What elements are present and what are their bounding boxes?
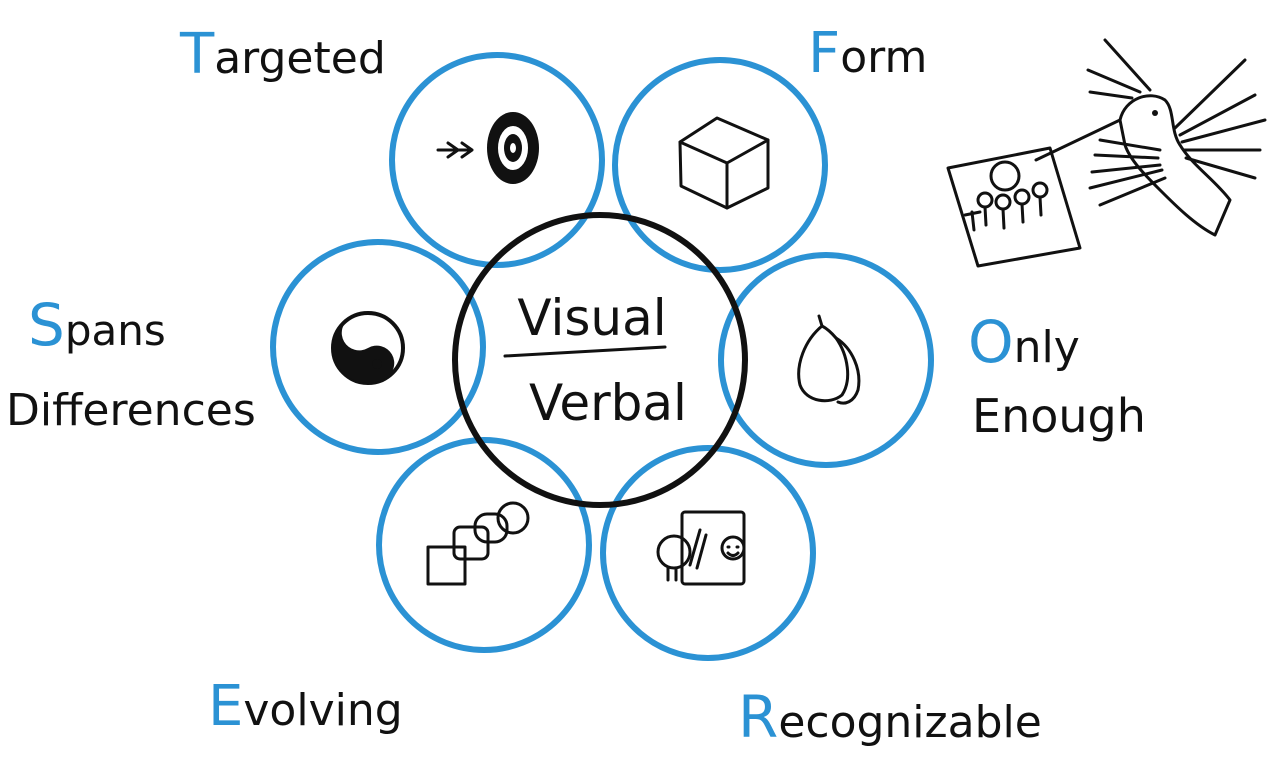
label-only-cap: O <box>968 308 1014 376</box>
ring-targeted <box>389 52 605 268</box>
ring-only <box>718 252 934 468</box>
label-recognizable-cap: R <box>738 683 778 751</box>
label-only: Only <box>968 308 1080 376</box>
label-form-rest: orm <box>840 32 927 83</box>
ring-evolving <box>376 437 592 653</box>
ring-recognizable <box>600 445 816 661</box>
label-evolving-cap: E <box>208 674 243 739</box>
center-bottom-text: Verbal <box>529 374 687 432</box>
cube-icon <box>678 116 770 210</box>
label-targeted-cap: T <box>179 22 215 87</box>
label-spans: Spans <box>28 291 166 359</box>
hummingbird-sketch-icon <box>946 38 1267 268</box>
ring-spans <box>270 239 486 455</box>
center-divider <box>503 345 667 358</box>
label-recognizable-rest: ecognizable <box>778 697 1042 748</box>
mirror-face-icon <box>656 510 746 586</box>
ring-form <box>612 57 828 273</box>
target-icon <box>436 112 539 184</box>
center-ring <box>452 212 748 508</box>
yin-yang-icon <box>331 311 405 385</box>
center-top-text: Visual <box>517 289 666 347</box>
label-spans-cap: S <box>28 291 65 359</box>
label-only-line1: nly <box>1014 322 1080 373</box>
label-recognizable: Recognizable <box>738 683 1042 751</box>
label-spans-line2: Differences <box>6 385 256 436</box>
label-targeted-rest: argeted <box>214 33 386 84</box>
label-form-cap: F <box>808 21 840 86</box>
label-spans-line1: pans <box>65 306 166 355</box>
label-evolving-rest: volving <box>243 685 402 736</box>
label-evolving: Evolving <box>208 674 403 739</box>
garlic-icon <box>797 314 861 405</box>
label-form: Form <box>808 21 927 86</box>
label-only-line2: Enough <box>972 389 1146 443</box>
label-targeted: Targeted <box>179 22 386 87</box>
evolving-shapes-icon <box>426 501 530 586</box>
